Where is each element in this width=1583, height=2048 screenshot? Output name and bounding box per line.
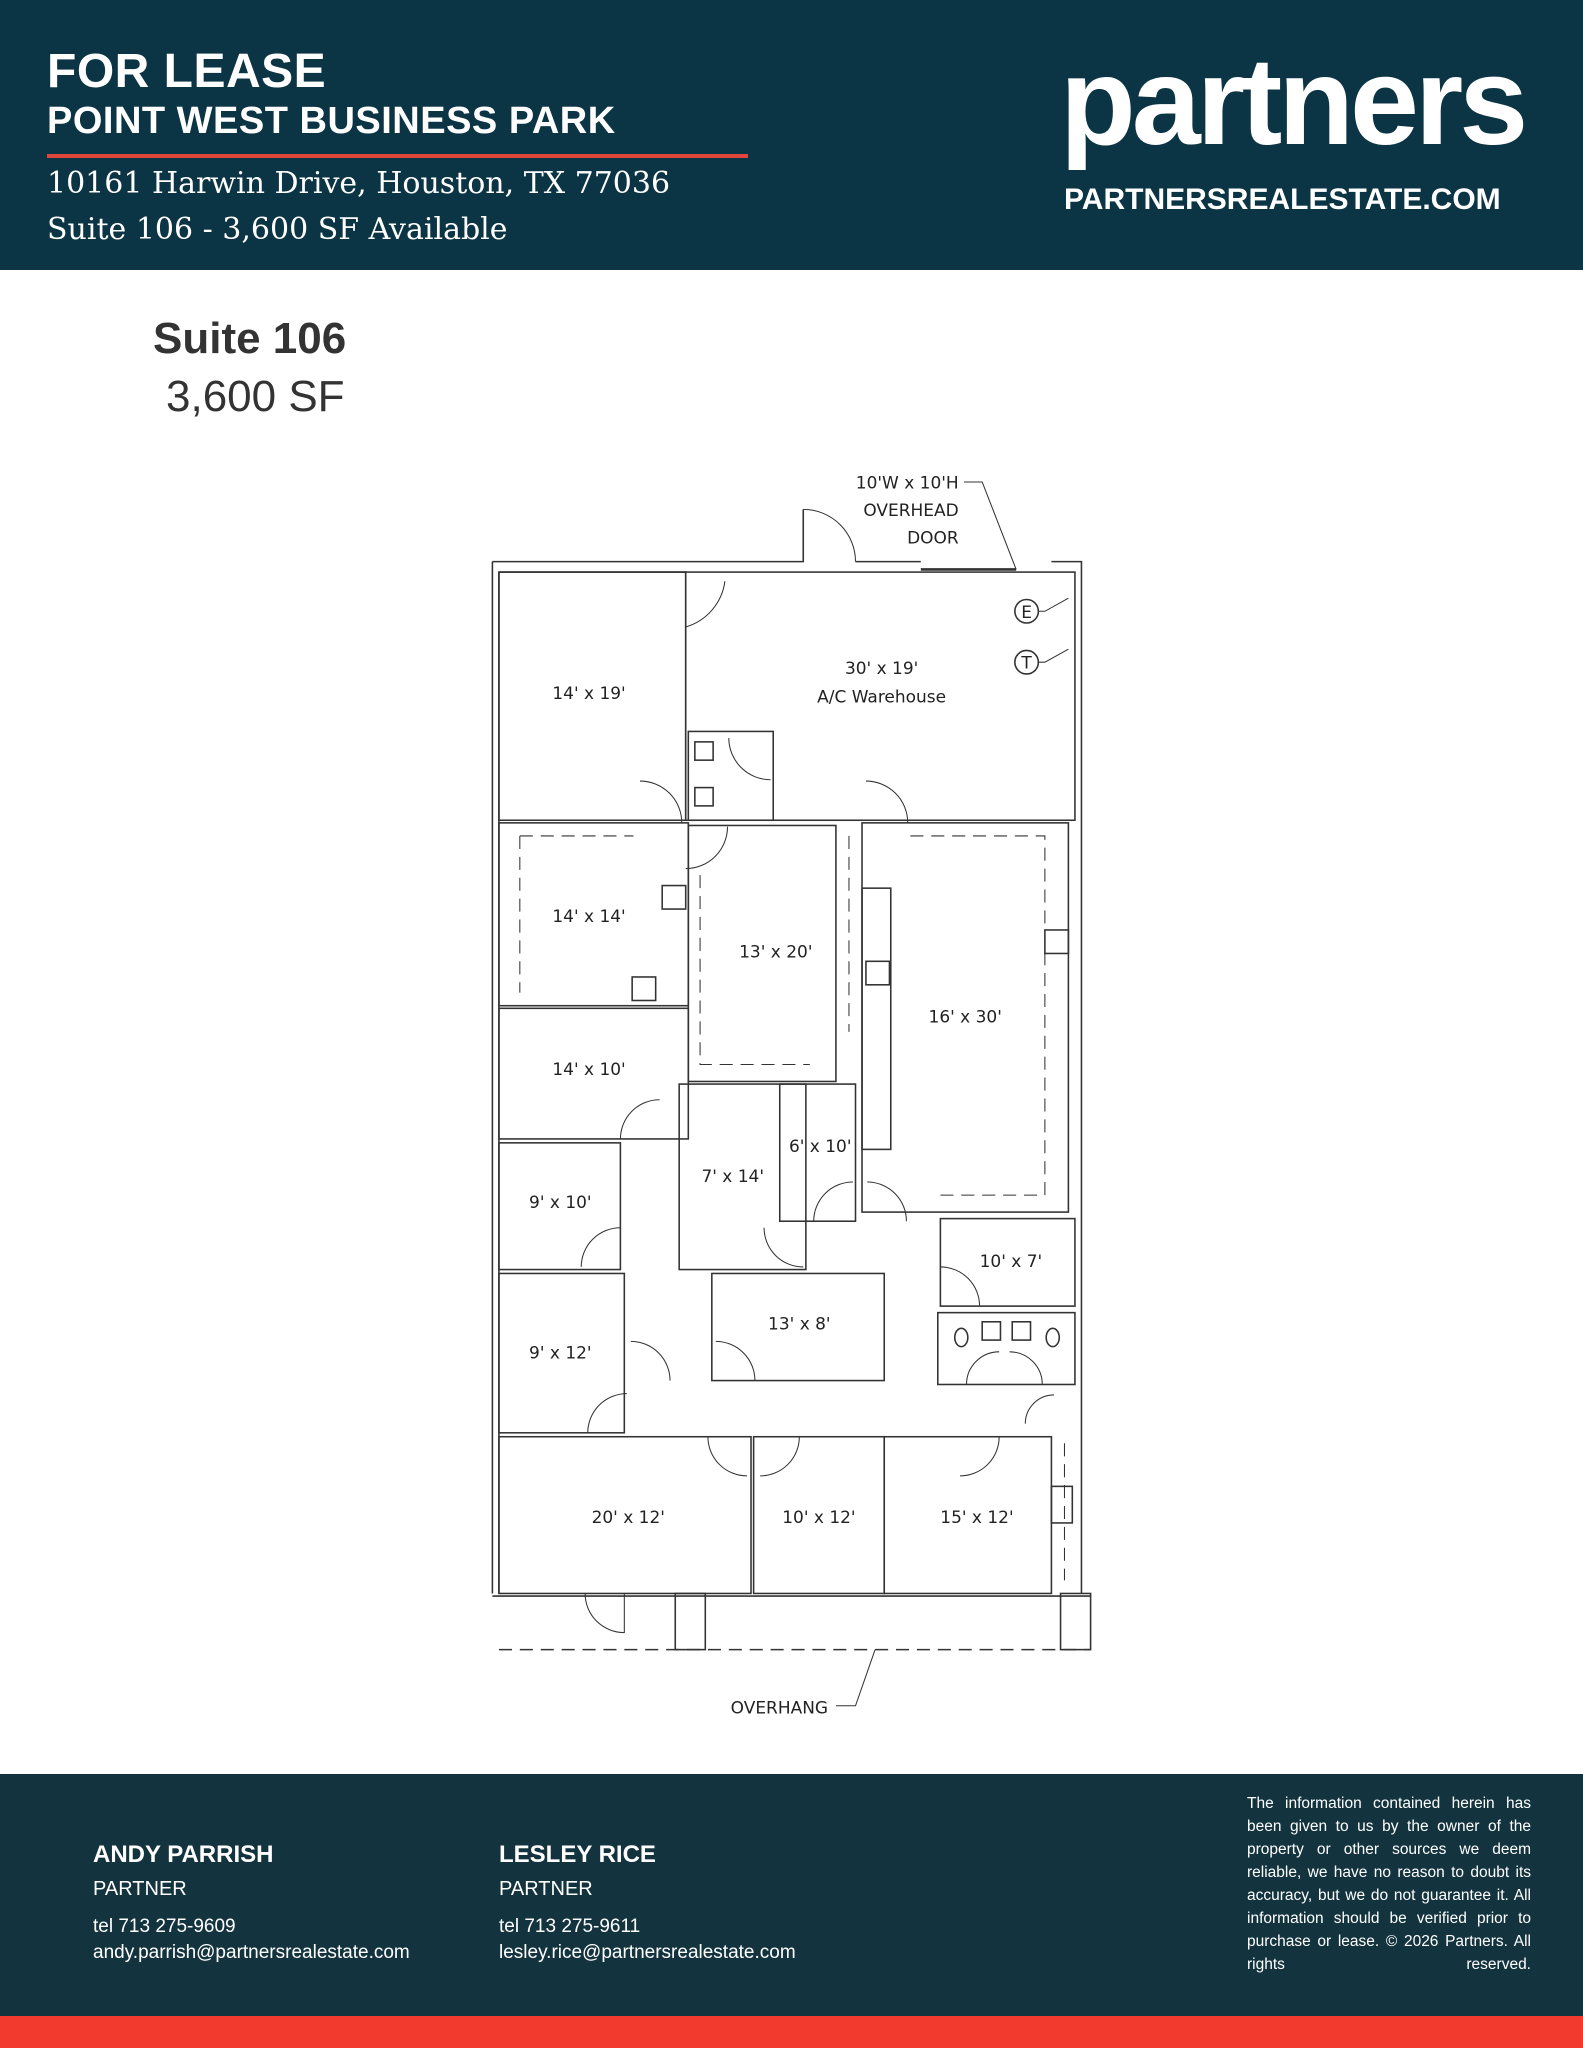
contact-role: PARTNER — [499, 1878, 593, 1900]
contact-name: ANDY PARRISH — [93, 1841, 274, 1868]
room-label: 14' x 19' — [552, 684, 625, 704]
toilet-icon — [1045, 1327, 1061, 1348]
restroom-outline — [937, 1311, 1076, 1386]
room-label: 30' x 19' — [845, 659, 918, 679]
room-sublabel: A/C Warehouse — [817, 688, 946, 708]
contact-phone[interactable]: tel 713 275-9609 — [93, 1916, 236, 1937]
room-outline — [498, 1435, 752, 1595]
marker-e: E — [1021, 603, 1032, 623]
partners-logo: partners — [1060, 33, 1528, 171]
overhang-label: OVERHANG — [731, 1699, 828, 1719]
room-label: 14' x 14' — [552, 907, 625, 927]
room-label: 15' x 12' — [940, 1508, 1013, 1528]
room-outline — [498, 1142, 622, 1271]
door-arcs — [580, 581, 1055, 1634]
room-label: 7' x 14' — [701, 1167, 764, 1187]
room-label: 14' x 10' — [552, 1060, 625, 1080]
sink-icon — [865, 960, 891, 986]
room-outline — [498, 1272, 626, 1434]
outer-wall — [491, 509, 1083, 1594]
listing-status: FOR LEASE — [47, 45, 327, 98]
property-name: POINT WEST BUSINESS PARK — [47, 100, 616, 142]
sink-icon — [981, 1321, 1002, 1341]
footer — [0, 1774, 1583, 2016]
room-label: 6' x 10' — [789, 1137, 852, 1157]
contact-phone[interactable]: tel 713 275-9611 — [499, 1916, 641, 1937]
room-outline — [778, 1083, 857, 1223]
room-label: 13' x 8' — [768, 1315, 831, 1335]
website-link[interactable]: PARTNERSREALESTATE.COM — [1064, 183, 1501, 216]
room-outline — [687, 824, 837, 1083]
room-label: 16' x 30' — [929, 1008, 1002, 1028]
sink-icon — [631, 976, 657, 1002]
room-labels: 14' x 19' 30' x 19' A/C Warehouse 14' x … — [529, 659, 1042, 1528]
accent-bar — [0, 2016, 1583, 2048]
kitchen-sink-icon — [1050, 1485, 1074, 1524]
sink-icon — [661, 884, 687, 910]
room-outline — [939, 1217, 1076, 1307]
room-outline — [498, 1007, 690, 1140]
header-banner: FOR LEASE POINT WEST BUSINESS PARK 10161… — [0, 0, 1583, 270]
suite-area: 3,600 SF — [166, 372, 345, 421]
contact-email[interactable]: andy.parrish@partnersrealestate.com — [93, 1942, 410, 1963]
contact-name: LESLEY RICE — [499, 1841, 656, 1868]
room-outline — [684, 571, 1076, 822]
suite-title: Suite 106 — [153, 314, 347, 363]
divider — [47, 154, 748, 158]
overhead-door-label: DOOR — [907, 528, 959, 548]
room-label: 10' x 7' — [980, 1252, 1043, 1272]
disclaimer: The information contained herein has bee… — [1247, 1795, 1531, 1973]
room-label: 9' x 10' — [529, 1193, 592, 1213]
room-label: 9' x 12' — [529, 1343, 592, 1363]
marker-t: T — [1020, 654, 1032, 674]
contact-email[interactable]: lesley.rice@partnersrealestate.com — [499, 1942, 796, 1963]
room-label: 13' x 20' — [739, 942, 812, 962]
room-label: 20' x 12' — [592, 1508, 665, 1528]
sink-icon — [1011, 1321, 1032, 1341]
sink-icon — [694, 741, 714, 761]
overhead-door-label: OVERHEAD — [863, 501, 958, 521]
toilet-icon — [953, 1327, 969, 1348]
door-arc — [803, 508, 857, 562]
toilet-icon — [694, 786, 714, 807]
room-outline — [711, 1272, 886, 1382]
column — [674, 1592, 707, 1651]
availability: Suite 106 - 3,600 SF Available — [47, 212, 508, 247]
room-label: 10' x 12' — [782, 1508, 855, 1528]
column — [1059, 1592, 1092, 1651]
room-outline — [678, 1083, 807, 1271]
overhead-door-label: 10'W x 10'H — [856, 473, 959, 493]
contact-role: PARTNER — [93, 1878, 187, 1900]
property-address: 10161 Harwin Drive, Houston, TX 77036 — [47, 166, 671, 201]
sink-icon — [1044, 929, 1070, 955]
